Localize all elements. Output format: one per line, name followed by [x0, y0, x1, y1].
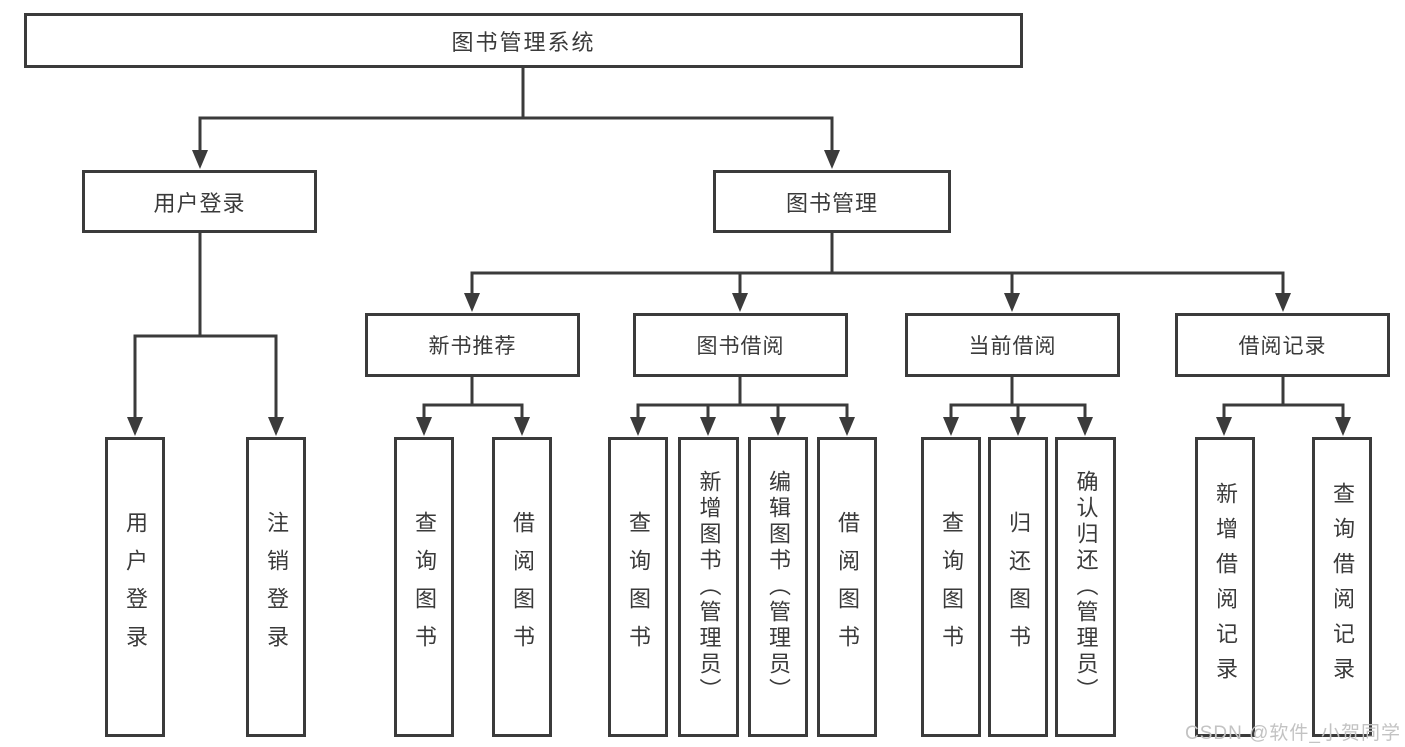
- node-book-borrow: 图书借阅: [633, 313, 848, 377]
- node-query-books-recommend: 查询图书: [394, 437, 454, 737]
- edge-borrow-records-to-leaves: [1216, 377, 1351, 436]
- arrowhead: [192, 150, 208, 169]
- node-book-management: 图书管理: [713, 170, 951, 233]
- arrowhead: [732, 293, 748, 312]
- node-logout: 注销登录: [246, 437, 306, 737]
- arrowhead: [1077, 417, 1093, 436]
- arrowhead: [1335, 417, 1351, 436]
- arrowhead: [514, 417, 530, 436]
- arrowhead: [464, 293, 480, 312]
- edge-book-management-to-level3: [464, 233, 1291, 312]
- node-user-login-action: 用户登录: [105, 437, 165, 737]
- edge-current-borrow-to-leaves: [943, 377, 1093, 436]
- node-query-borrow-record: 查询借阅记录: [1312, 437, 1372, 737]
- node-borrow-records: 借阅记录: [1175, 313, 1390, 377]
- edge-user-login-to-leaves: [127, 233, 284, 436]
- edge-book-borrow-to-leaves: [630, 377, 855, 436]
- edge-new-book-recommend-to-leaves: [416, 377, 530, 436]
- arrowhead: [1004, 293, 1020, 312]
- node-root-system: 图书管理系统: [24, 13, 1023, 68]
- node-add-borrow-record: 新增借阅记录: [1195, 437, 1255, 737]
- node-current-borrow: 当前借阅: [905, 313, 1120, 377]
- node-borrow-books: 借阅图书: [817, 437, 877, 737]
- arrowhead: [416, 417, 432, 436]
- node-confirm-return-admin: 确认归还（管理员）: [1055, 437, 1116, 737]
- arrowhead: [824, 150, 840, 169]
- arrowhead: [839, 417, 855, 436]
- arrowhead: [770, 417, 786, 436]
- node-new-book-recommend: 新书推荐: [365, 313, 580, 377]
- arrowhead: [1010, 417, 1026, 436]
- node-add-books-admin: 新增图书（管理员）: [678, 437, 739, 737]
- arrowhead: [268, 417, 284, 436]
- edge-root-to-level2: [192, 68, 840, 169]
- node-query-books-borrow: 查询图书: [608, 437, 668, 737]
- node-borrow-books-recommend: 借阅图书: [492, 437, 552, 737]
- arrowhead: [127, 417, 143, 436]
- arrowhead: [1275, 293, 1291, 312]
- node-edit-books-admin: 编辑图书（管理员）: [748, 437, 808, 737]
- node-query-books-current: 查询图书: [921, 437, 981, 737]
- arrowhead: [1216, 417, 1232, 436]
- arrowhead: [630, 417, 646, 436]
- node-return-books: 归还图书: [988, 437, 1048, 737]
- arrowhead: [943, 417, 959, 436]
- csdn-watermark: CSDN @软件_小贺同学: [1185, 723, 1401, 744]
- node-user-login: 用户登录: [82, 170, 317, 233]
- arrowhead: [700, 417, 716, 436]
